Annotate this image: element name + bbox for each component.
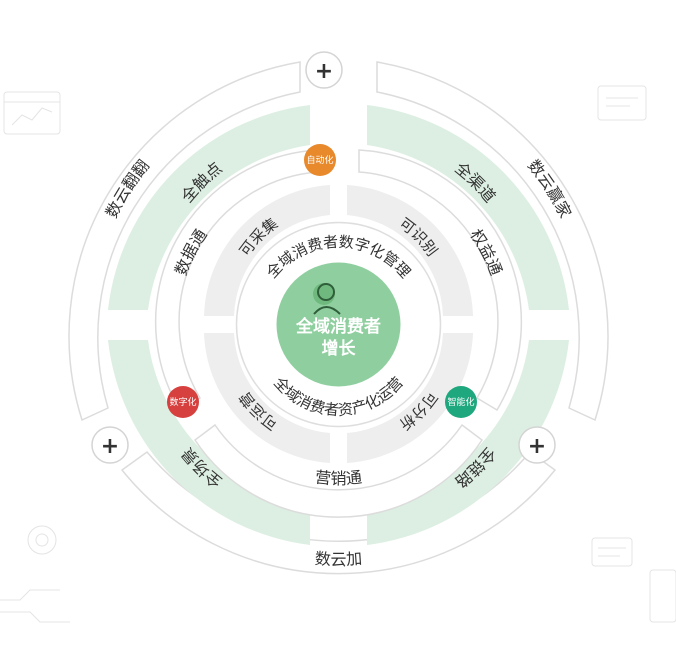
svg-text:+: + [528, 434, 546, 459]
center-title-line2: 增长 [322, 338, 357, 359]
svg-text:+: + [315, 59, 333, 84]
plus-button-top[interactable]: + [305, 51, 343, 89]
light-ring [204, 185, 473, 463]
outer-ring [68, 61, 609, 575]
badge-automation: 自动化 [304, 144, 336, 176]
badge-intelligence: 智能化 [445, 386, 477, 418]
svg-text:智能化: 智能化 [447, 396, 474, 408]
svg-text:自动化: 自动化 [306, 154, 333, 166]
badge-digitalization: 数字化 [167, 386, 199, 418]
plus-button-left[interactable]: + [91, 426, 129, 464]
white-ring-label-bottom: 营销通 [314, 468, 363, 489]
svg-text:数字化: 数字化 [169, 396, 196, 408]
plus-button-right[interactable]: + [518, 426, 556, 464]
svg-text:+: + [101, 434, 119, 459]
center-node: 全域消费者 增长 [276, 262, 401, 387]
person-icon [313, 283, 341, 315]
center-title-line1: 全域消费者 [295, 316, 381, 337]
background-decoration [0, 85, 676, 623]
outer-ring-label-bottom: 数云加 [314, 549, 363, 569]
